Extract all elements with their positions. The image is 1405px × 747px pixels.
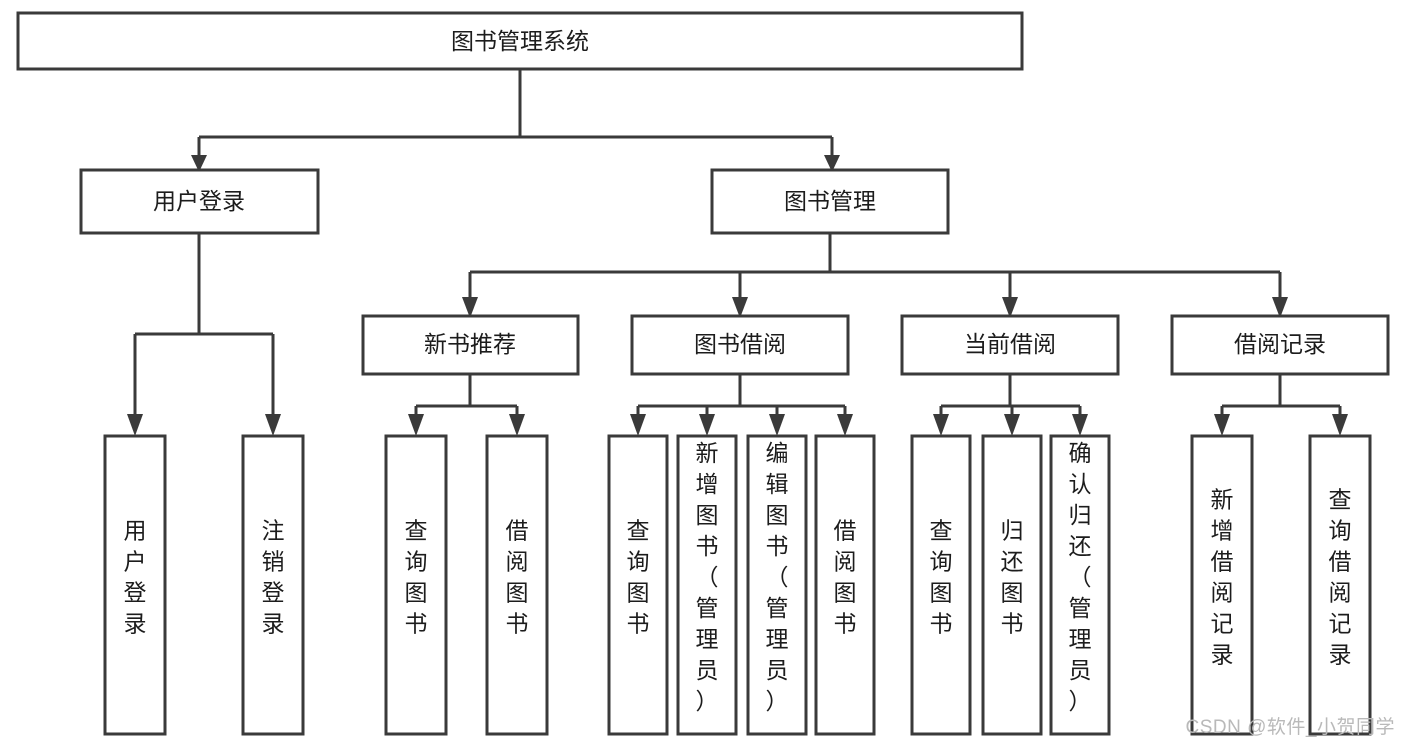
node-leaf-add-borrow-record-label: 新增借阅记录 (1211, 487, 1234, 668)
node-book-management-label: 图书管理 (784, 188, 876, 214)
node-leaf-edit-book-admin-label: 编辑图书（管理员） (766, 440, 789, 714)
node-leaf-user-logout-box (241, 434, 305, 736)
node-leaf-edit-book-admin-box (746, 434, 808, 736)
arrow-to-book-borrow (732, 297, 748, 318)
connector-borrowrecord-to-leaves (1220, 374, 1342, 418)
arrow-to-leaf-return-book (1004, 414, 1020, 436)
connector-bookborrow-to-leaves (636, 374, 847, 418)
arrow-to-leaf-borrow-book-1 (509, 414, 525, 436)
node-leaf-borrow-book-2-box (814, 434, 876, 736)
node-root-box (16, 11, 1024, 71)
node-book-management-box (710, 168, 950, 235)
node-leaf-borrow-book-2[interactable]: 借阅图书 (814, 434, 876, 736)
node-leaf-confirm-return-admin-label: 确认归还（管理员） (1069, 440, 1092, 714)
arrow-to-book-management (824, 155, 840, 172)
arrow-to-leaf-confirm-return-admin (1072, 414, 1088, 436)
node-borrow-record[interactable]: 借阅记录 (1170, 314, 1390, 376)
arrow-to-current-borrow (1002, 297, 1018, 318)
arrow-to-leaf-query-book-3 (933, 414, 949, 436)
node-leaf-add-book-admin-label: 新增图书（管理员） (696, 440, 719, 714)
arrow-to-leaf-add-book-admin (699, 414, 715, 436)
node-root-label: 图书管理系统 (451, 28, 589, 54)
node-leaf-edit-book-admin[interactable]: 编辑图书（管理员） (746, 434, 808, 736)
node-leaf-query-book-3-box (910, 434, 972, 736)
node-leaf-return-book-box (981, 434, 1043, 736)
connector-layer (127, 69, 1348, 436)
node-user-login-box (79, 168, 320, 235)
node-leaf-user-login-label: 用户登录 (124, 518, 147, 637)
arrow-to-leaf-query-book-1 (408, 414, 424, 436)
node-leaf-confirm-return-admin-box (1049, 434, 1111, 736)
node-leaf-query-book-1-label: 查询图书 (405, 518, 428, 637)
node-new-book-recommend-box (361, 314, 580, 376)
node-leaf-borrow-book-1[interactable]: 借阅图书 (485, 434, 549, 736)
arrow-to-leaf-query-book-2 (630, 414, 646, 436)
node-leaf-borrow-book-1-box (485, 434, 549, 736)
node-current-borrow[interactable]: 当前借阅 (900, 314, 1120, 376)
node-leaf-add-book-admin[interactable]: 新增图书（管理员） (676, 434, 738, 736)
node-leaf-query-book-3[interactable]: 查询图书 (910, 434, 972, 736)
leaf-node-layer: 用户登录 注销登录 查询图书 借阅图书 查询图书 新增图书（管理员） (103, 434, 1372, 736)
node-leaf-user-logout[interactable]: 注销登录 (241, 434, 305, 736)
node-leaf-add-borrow-record-box (1190, 434, 1254, 736)
arrow-to-borrow-record (1272, 297, 1288, 318)
node-leaf-query-borrow-record-box (1308, 434, 1372, 736)
connector-bookmgmt-to-bus (468, 233, 1282, 300)
node-book-borrow-box (630, 314, 850, 376)
node-leaf-return-book-label: 归还图书 (1001, 518, 1024, 637)
arrow-to-leaf-user-logout (265, 414, 281, 436)
node-new-book-recommend[interactable]: 新书推荐 (361, 314, 580, 376)
node-leaf-query-book-1-box (384, 434, 448, 736)
node-current-borrow-box (900, 314, 1120, 376)
arrow-to-leaf-user-login (127, 414, 143, 436)
node-leaf-query-book-2-box (607, 434, 669, 736)
arrow-to-leaf-query-borrow-record (1332, 414, 1348, 436)
node-current-borrow-label: 当前借阅 (964, 331, 1056, 357)
node-leaf-user-logout-label: 注销登录 (262, 518, 285, 637)
node-leaf-query-book-2[interactable]: 查询图书 (607, 434, 669, 736)
connector-root-to-bus (197, 69, 834, 158)
node-user-login[interactable]: 用户登录 (79, 168, 320, 235)
node-leaf-query-book-1[interactable]: 查询图书 (384, 434, 448, 736)
node-leaf-query-book-3-label: 查询图书 (930, 518, 953, 637)
node-leaf-borrow-book-2-label: 借阅图书 (834, 518, 857, 637)
arrow-to-leaf-borrow-book-2 (837, 414, 853, 436)
node-book-borrow-label: 图书借阅 (694, 331, 786, 357)
node-book-borrow[interactable]: 图书借阅 (630, 314, 850, 376)
arrow-to-new-book-recommend (462, 297, 478, 318)
node-new-book-recommend-label: 新书推荐 (424, 331, 516, 357)
node-leaf-user-login[interactable]: 用户登录 (103, 434, 167, 736)
arrow-to-user-login (191, 155, 207, 172)
node-user-login-label: 用户登录 (153, 188, 245, 214)
node-leaf-query-borrow-record[interactable]: 查询借阅记录 (1308, 434, 1372, 736)
connector-currentborrow-to-leaves (939, 374, 1082, 418)
connector-userlogin-to-leaves (133, 233, 275, 418)
connector-newbook-to-leaves (414, 374, 519, 418)
node-borrow-record-label: 借阅记录 (1234, 331, 1326, 357)
node-leaf-borrow-book-1-label: 借阅图书 (506, 518, 529, 637)
arrow-to-leaf-add-borrow-record (1214, 414, 1230, 436)
node-leaf-return-book[interactable]: 归还图书 (981, 434, 1043, 736)
node-borrow-record-box (1170, 314, 1390, 376)
node-book-management[interactable]: 图书管理 (710, 168, 950, 235)
node-root[interactable]: 图书管理系统 (16, 11, 1024, 71)
node-leaf-confirm-return-admin[interactable]: 确认归还（管理员） (1049, 434, 1111, 736)
node-leaf-add-borrow-record[interactable]: 新增借阅记录 (1190, 434, 1254, 736)
node-leaf-query-book-2-label: 查询图书 (627, 518, 650, 637)
node-leaf-user-login-box (103, 434, 167, 736)
arrow-to-leaf-edit-book-admin (769, 414, 785, 436)
node-leaf-query-borrow-record-label: 查询借阅记录 (1329, 487, 1352, 668)
node-leaf-add-book-admin-box (676, 434, 738, 736)
